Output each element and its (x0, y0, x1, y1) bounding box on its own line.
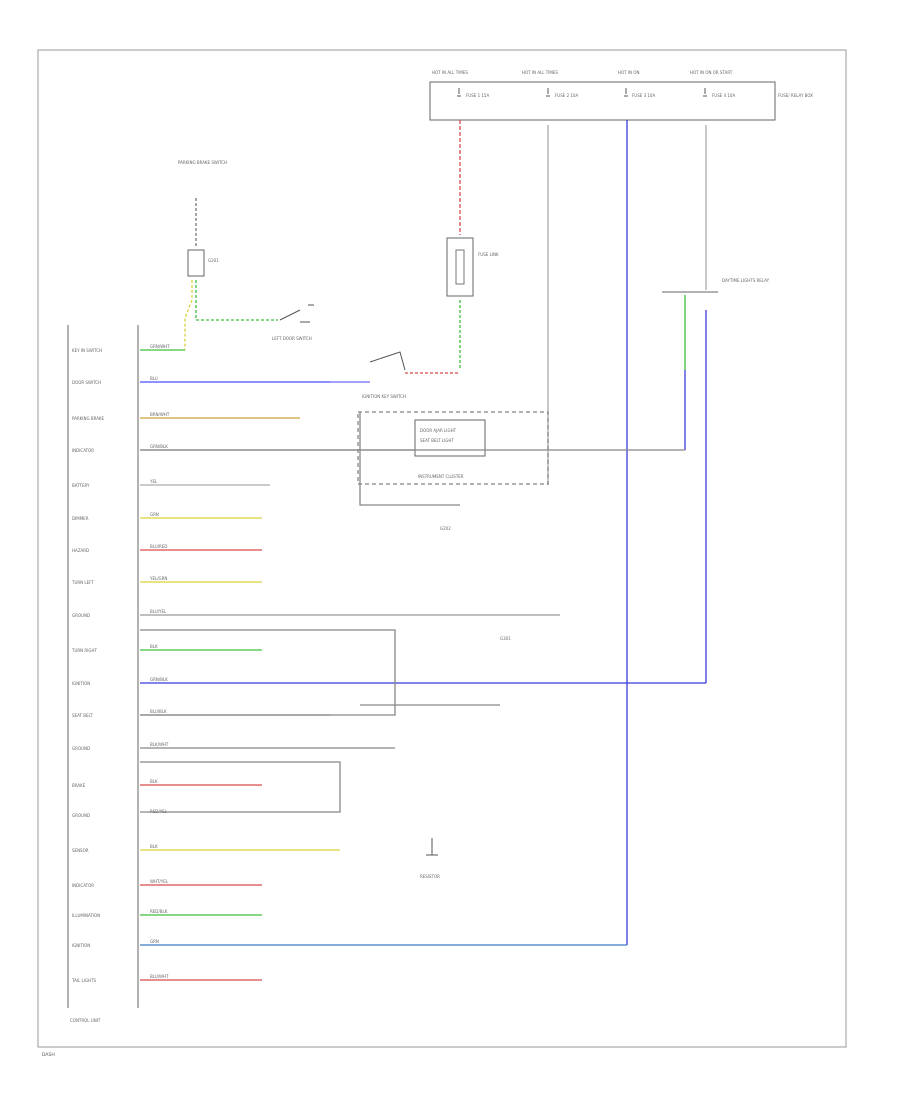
left-door-switch-contact (279, 304, 314, 323)
parking-brake-wire-green (195, 280, 278, 321)
ignition-key-switch: IGNITION KEY SWITCH (362, 351, 458, 399)
parking-brake-connector (187, 249, 205, 277)
fuse-box-name: FUSE/ RELAY BOX (778, 93, 813, 98)
pin-label: SENSOR (72, 848, 89, 853)
wire-color-label: GRN/BLK (150, 444, 168, 449)
pin-labels: KEY IN SWITCH GRN/WHT DOOR SWITCH BLU PARKIN… (71, 344, 170, 983)
parking-brake-switch: PARKING BRAKE SWITCH G201 (178, 160, 278, 350)
pin-label: TAIL LIGHTS (71, 978, 97, 983)
fuse-box-header-1: HOT IN ALL TIMES (432, 70, 468, 75)
fuse-label-3: FUSE 3 10A (632, 93, 655, 98)
fuse-link: FUSE LINK (446, 237, 499, 297)
control-module: CONTROL UNIT (67, 325, 139, 1023)
wire-color-label: BLK (150, 844, 158, 849)
wire-color-label: BLU/BLK (150, 709, 167, 714)
ignition-key-switch-label: IGNITION KEY SWITCH (362, 394, 406, 399)
footnote: DASH (42, 1052, 55, 1058)
pin-label: IGNITION (72, 681, 90, 686)
wire-indicator-box (140, 761, 341, 813)
fuse-link-label: FUSE LINK (478, 252, 499, 257)
pin-label: ILLUMINATION (72, 913, 100, 918)
instrument-cluster-outline (357, 411, 549, 485)
diagram-frame (37, 49, 847, 1048)
wire-color-label: GRN/WHT (150, 344, 170, 349)
instrument-cluster: DOOR AJAR LIGHT SEAT BELT LIGHT INSTRUME… (357, 411, 549, 485)
fuse-box-outline (429, 81, 776, 121)
pin-label: BATTERY (72, 483, 90, 488)
left-door-switch: LEFT DOOR SWITCH (272, 304, 314, 341)
wire-color-label: RED/BLK (150, 909, 168, 914)
ground-connector-1: G202 (359, 412, 460, 531)
parking-brake-wire-yellow (184, 280, 193, 350)
wire-color-label: BLK (150, 644, 158, 649)
wire-brake-black (140, 629, 396, 716)
fuse-box-header-4: HOT IN ON OR START (690, 70, 733, 75)
pin-label: INDICATOR (72, 883, 94, 888)
instrument-cluster-label: INSTRUMENT CLUSTER (418, 474, 464, 479)
wire-set (140, 349, 415, 981)
wire-color-label: YEL (149, 479, 158, 484)
wire-color-label: GRN/BLK (150, 677, 168, 682)
wire-color-label: BLK/WHT (150, 742, 169, 747)
wire-color-label: BLU/YEL (150, 609, 167, 614)
pin-label: PARKING BRAKE (72, 416, 105, 421)
parking-brake-connector-label: G201 (208, 258, 219, 263)
wire-color-label: WHT/YEL (150, 879, 169, 884)
wire-color-label: BLU/RED (150, 544, 167, 549)
pin-label: HAZARD (72, 548, 89, 553)
pin-label: GROUND (72, 746, 90, 751)
pin-label: KEY IN SWITCH (72, 348, 102, 353)
door-ajar-light-label: DOOR AJAR LIGHT (420, 428, 457, 433)
sensor-label: RESISTOR (420, 874, 440, 879)
ground-connector-1-label: G202 (440, 526, 451, 531)
pin-label: INDICATOR (72, 448, 94, 453)
left-door-switch-label: LEFT DOOR SWITCH (272, 336, 312, 341)
wire-color-label: YEL/GRN (149, 576, 167, 581)
control-module-label: CONTROL UNIT (70, 1018, 101, 1023)
daytime-relay: DAYTIME LIGHTS RELAY (662, 278, 770, 450)
ground-connector-2: G301 (500, 636, 511, 641)
pin-label: BRAKE (72, 783, 86, 788)
fuse-icon (457, 88, 707, 97)
ignition-key-switch-contact (369, 351, 406, 371)
daytime-relay-label: DAYTIME LIGHTS RELAY (722, 278, 770, 283)
fuse-box-header-3: HOT IN ON (618, 70, 639, 75)
sensor-symbol (426, 838, 438, 856)
wire-color-label: BLU/WHT (150, 974, 169, 979)
fuse-box: HOT IN ALL TIMES HOT IN ALL TIMES HOT IN… (429, 70, 813, 121)
door-ajar-light-box (414, 419, 486, 457)
ground-wire-1 (359, 412, 460, 506)
fuse-link-body (446, 237, 474, 297)
fuse-link-element (455, 249, 465, 285)
sensor: RESISTOR (420, 838, 440, 879)
pin-label: DOOR SWITCH (72, 380, 101, 385)
fuse-label-1: FUSE 1 15A (466, 93, 489, 98)
fuse-label-2: FUSE 2 10A (555, 93, 578, 98)
pin-label: TURN RIGHT (71, 648, 97, 653)
pin-label: TURN LEFT (71, 580, 94, 585)
ground-connector-2-label: G301 (500, 636, 511, 641)
pin-label: SEAT BELT (72, 713, 93, 718)
wire-color-label: BLK (150, 779, 158, 784)
pin-label: GROUND (72, 613, 90, 618)
pin-label: GROUND (72, 813, 90, 818)
seat-belt-light-label: SEAT BELT LIGHT (420, 438, 454, 443)
wire-color-label: GRN (150, 939, 159, 944)
wire-color-label: BLU (150, 376, 158, 381)
wire-color-label: BRN/WHT (150, 412, 170, 417)
fuse-box-header-2: HOT IN ALL TIMES (522, 70, 558, 75)
parking-brake-switch-label: PARKING BRAKE SWITCH (178, 160, 227, 165)
pin-label: DIMMER (72, 516, 89, 521)
pin-label: IGNITION (72, 943, 90, 948)
fuse-label-4: FUSE 4 10A (712, 93, 735, 98)
wire-color-label: GRN (150, 512, 159, 517)
